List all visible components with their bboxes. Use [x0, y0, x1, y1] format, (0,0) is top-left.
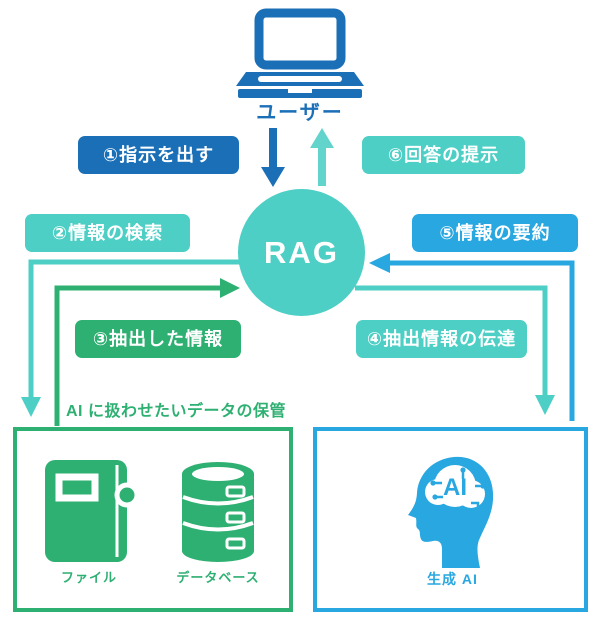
data-store-caption: AI に扱わせたいデータの保管	[66, 403, 286, 420]
step4-badge: ④抽出情報の伝達	[356, 320, 527, 358]
rag-label: RAG	[264, 234, 339, 270]
brain-ai-text: AI	[443, 474, 467, 501]
step1-badge: ①指示を出す	[78, 136, 239, 174]
ai-head-icon: AI	[408, 456, 494, 568]
arrow-step6-up	[310, 128, 334, 186]
step5-badge: ⑤情報の要約	[412, 214, 578, 252]
user-label: ユーザー	[256, 102, 344, 124]
database-icon	[182, 462, 254, 562]
rag-hub: RAG	[238, 189, 365, 316]
database-label: データベース	[176, 570, 260, 585]
step2-badge: ②情報の検索	[25, 214, 190, 252]
file-label: ファイル	[60, 570, 117, 585]
generative-ai-label: 生成 AI	[427, 571, 478, 587]
step3-badge: ③抽出した情報	[75, 320, 241, 358]
arrow-step1-down	[261, 128, 285, 187]
laptop-icon	[236, 8, 364, 98]
file-icon	[45, 460, 136, 562]
step6-badge: ⑥回答の提示	[362, 136, 525, 174]
